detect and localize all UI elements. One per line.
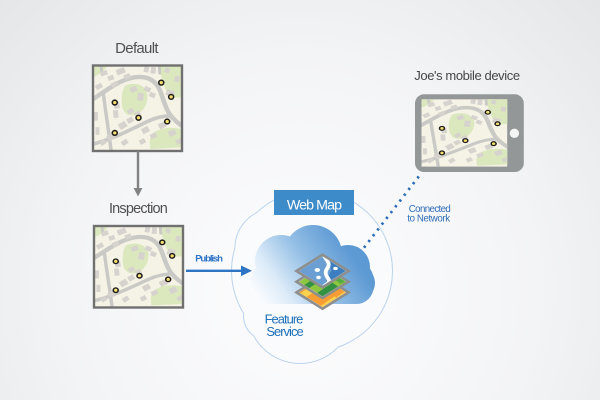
svg-text:Publish: Publish (195, 254, 223, 265)
svg-text:Connected: Connected (409, 204, 451, 215)
svg-text:Inspection: Inspection (109, 201, 168, 217)
svg-text:Web Map: Web Map (287, 198, 342, 214)
svg-text:Joe's mobile device: Joe's mobile device (414, 68, 520, 83)
svg-text:Default: Default (115, 40, 159, 57)
svg-text:to Network: to Network (407, 214, 450, 225)
svg-text:Feature: Feature (265, 311, 304, 326)
svg-text:Service: Service (266, 324, 303, 339)
